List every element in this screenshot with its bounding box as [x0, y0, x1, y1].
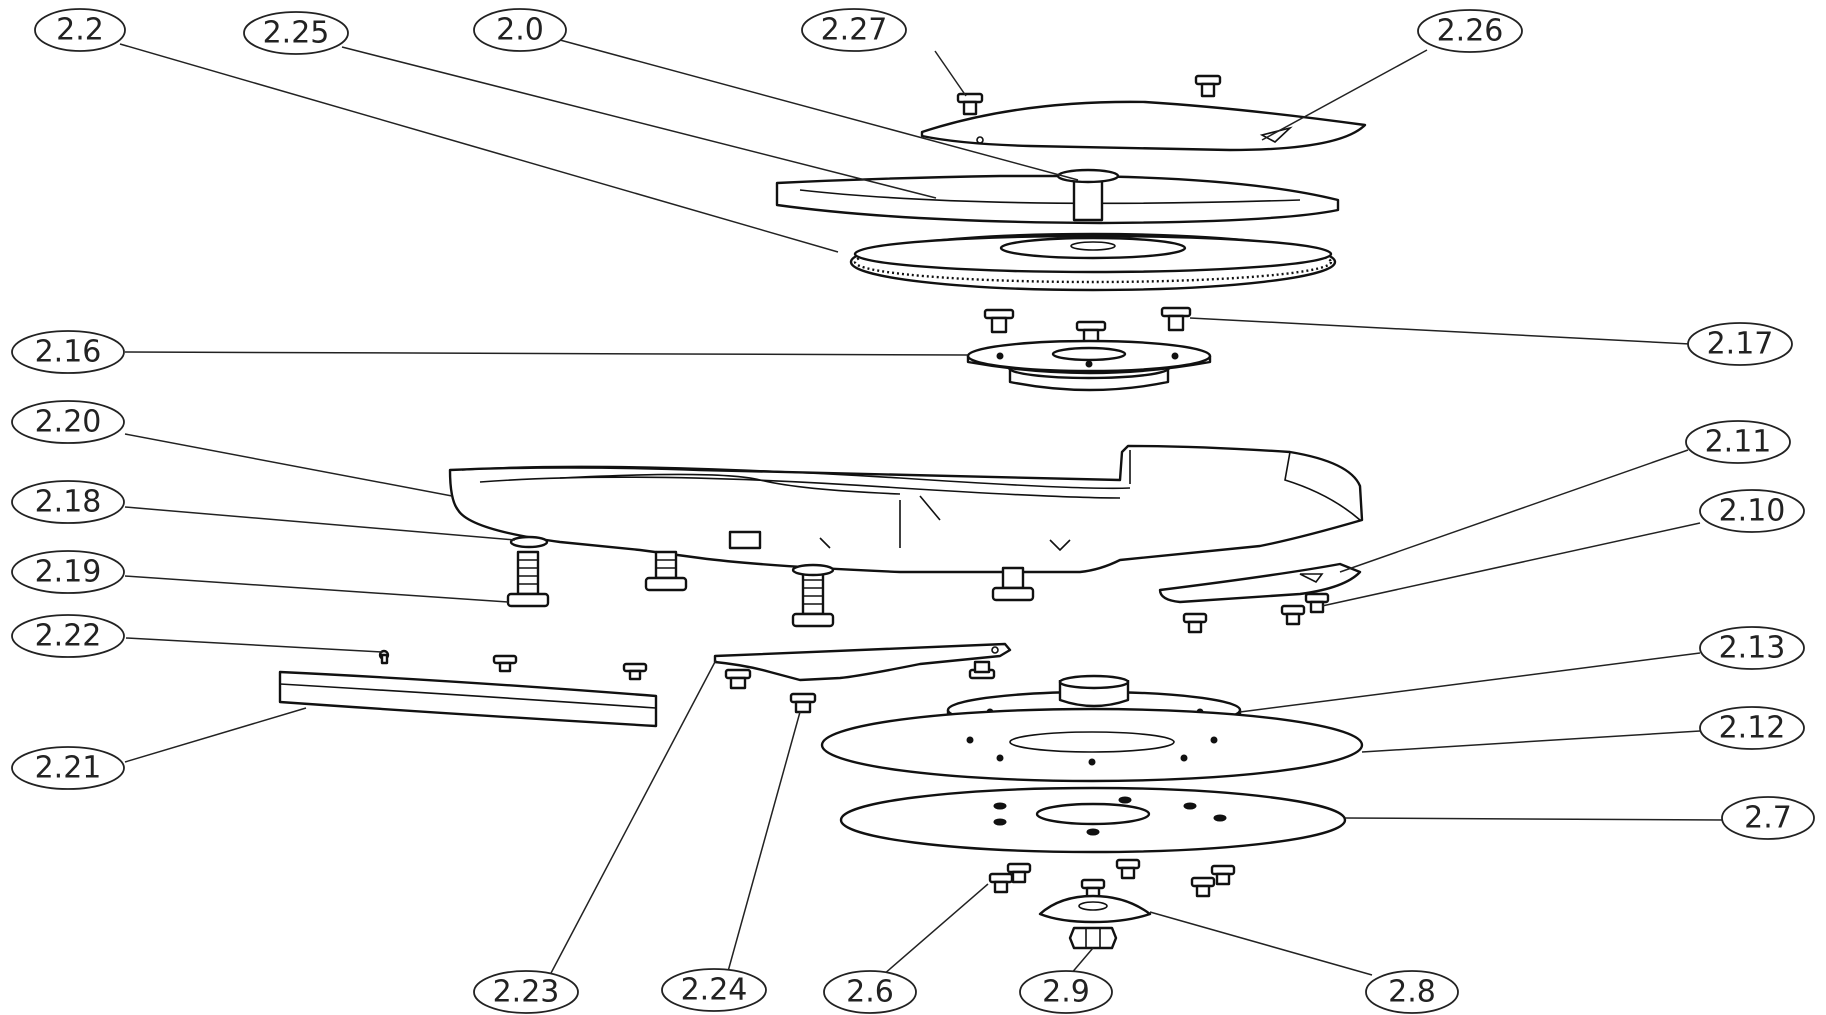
callout-label: 2.12 — [1719, 711, 1786, 746]
washer-part — [509, 535, 549, 549]
callout-2-7: 2.7 — [1721, 796, 1815, 840]
leader-2-11 — [1339, 449, 1689, 573]
callout-label: 2.17 — [1707, 327, 1774, 362]
callout-label: 2.16 — [35, 335, 102, 370]
callout-2-22: 2.22 — [11, 614, 125, 658]
leader-2-2 — [119, 43, 839, 253]
base-plate-part — [839, 786, 1347, 854]
callout-label: 2.11 — [1705, 425, 1772, 460]
callout-2-2: 2.2 — [34, 8, 126, 52]
strip-screws — [378, 649, 648, 681]
leader-2-27 — [934, 50, 967, 97]
callout-2-12: 2.12 — [1699, 706, 1805, 750]
callout-2-20: 2.20 — [11, 400, 125, 444]
callout-label: 2.0 — [496, 13, 544, 48]
callout-2-13: 2.13 — [1699, 626, 1805, 670]
callout-2-21: 2.21 — [11, 746, 125, 790]
callout-label: 2.2 — [56, 13, 104, 48]
belt-guard-part — [775, 174, 1340, 225]
hub-flange-part — [966, 339, 1212, 392]
callout-2-8: 2.8 — [1365, 970, 1459, 1014]
leader-2-26 — [1261, 49, 1428, 141]
callout-2-24: 2.24 — [661, 968, 767, 1012]
callout-label: 2.18 — [35, 485, 102, 520]
callout-label: 2.25 — [263, 16, 330, 51]
leader-lines — [119, 39, 1726, 976]
callout-label: 2.21 — [35, 751, 102, 786]
callout-label: 2.20 — [35, 405, 102, 440]
leader-2-0 — [559, 39, 1079, 181]
base-screws — [988, 858, 1236, 900]
leader-2-19 — [124, 575, 509, 603]
leader-2-21 — [124, 707, 307, 763]
callout-2-19: 2.19 — [11, 550, 125, 594]
leader-2-6 — [882, 883, 989, 976]
leader-2-22 — [125, 637, 383, 653]
cover-screw-right — [1194, 74, 1222, 98]
leader-2-18 — [124, 506, 516, 541]
callout-2-25: 2.25 — [243, 11, 349, 55]
callout-label: 2.7 — [1744, 801, 1792, 836]
callout-label: 2.27 — [821, 13, 888, 48]
leader-2-13 — [1239, 652, 1701, 713]
callout-label: 2.9 — [1042, 975, 1090, 1010]
leader-2-25 — [341, 46, 937, 199]
top-cover-part — [920, 100, 1367, 152]
callout-2-23: 2.23 — [473, 970, 579, 1014]
callout-2-26: 2.26 — [1417, 9, 1523, 53]
leader-2-10 — [1321, 522, 1701, 607]
callout-label: 2.10 — [1719, 494, 1786, 529]
cone-washer-part — [1038, 894, 1152, 924]
callout-2-10: 2.10 — [1699, 489, 1805, 533]
hex-nut-part — [1068, 926, 1118, 950]
leader-2-7 — [1344, 817, 1726, 821]
callout-2-11: 2.11 — [1685, 420, 1791, 464]
callout-2-0: 2.0 — [473, 8, 567, 52]
main-housing-part — [448, 444, 1364, 574]
gear-ring-part — [849, 232, 1337, 292]
callout-2-18: 2.18 — [11, 480, 125, 524]
leader-2-20 — [124, 433, 453, 497]
callout-label: 2.19 — [35, 555, 102, 590]
callout-label: 2.24 — [681, 973, 748, 1008]
strip-part — [278, 670, 658, 728]
leader-2-12 — [1361, 730, 1701, 753]
plate-screws — [724, 660, 996, 714]
callout-label: 2.6 — [846, 975, 894, 1010]
callout-label: 2.26 — [1437, 14, 1504, 49]
housing-bolts — [506, 550, 1035, 628]
callout-2-6: 2.6 — [823, 970, 917, 1014]
leader-2-17 — [1189, 317, 1691, 345]
side-bracket-part — [1158, 562, 1362, 604]
bracket-screws — [1182, 592, 1330, 634]
callout-2-9: 2.9 — [1019, 970, 1113, 1014]
cutting-disc-part — [820, 707, 1364, 783]
leader-2-23 — [549, 659, 717, 976]
leader-2-16 — [124, 351, 969, 356]
callout-2-27: 2.27 — [801, 8, 907, 52]
mounting-plate-part — [713, 642, 1012, 682]
callout-label: 2.8 — [1388, 975, 1436, 1010]
hub-screws — [983, 306, 1192, 346]
leader-2-8 — [1149, 911, 1373, 976]
callout-label: 2.23 — [493, 975, 560, 1010]
callout-label: 2.22 — [35, 619, 102, 654]
callout-2-16: 2.16 — [11, 330, 125, 374]
callout-label: 2.13 — [1719, 631, 1786, 666]
leader-2-24 — [726, 711, 801, 976]
cover-screw-left — [956, 92, 984, 116]
callout-2-17: 2.17 — [1687, 322, 1793, 366]
